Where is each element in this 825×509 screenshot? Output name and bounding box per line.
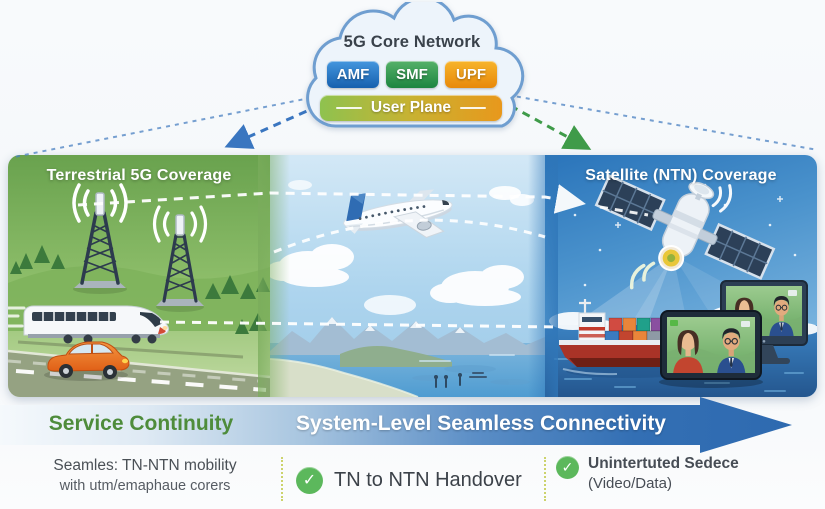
mobility-line1: Seamles: TN-NTN mobility <box>53 457 237 474</box>
clouds <box>270 180 534 315</box>
flight-path-arc <box>273 218 546 254</box>
core-network-title: 5G Core Network <box>343 33 481 51</box>
tablet-icon <box>659 310 763 388</box>
footer-divider <box>544 457 546 501</box>
network-functions-row: AMF SMF UPF <box>298 61 526 88</box>
connectivity-arrow <box>0 397 792 453</box>
connector-line-far-left <box>13 95 321 158</box>
train-icon <box>8 305 169 344</box>
signal-waves-icon <box>711 184 733 213</box>
coverage-panels: Terrestrial 5G Coverage Satellite (NTN) … <box>8 155 817 397</box>
service-line1: Unintertuted Sedece <box>588 455 739 472</box>
cell-tower-icon <box>152 205 208 312</box>
footer-item-mobility: Seamles: TN-NTN mobility with utm/emapha… <box>20 456 270 496</box>
ground-path-line <box>159 320 561 329</box>
signal-waves-icon <box>152 205 208 243</box>
satellite-scene-illustration <box>545 155 817 397</box>
user-plane-dash <box>460 107 487 109</box>
user-plane-label: User Plane <box>370 99 452 116</box>
amf-box: AMF <box>327 61 379 88</box>
cell-tower-icon <box>72 183 128 294</box>
upf-box: UPF <box>445 61 497 88</box>
car-icon <box>44 341 130 381</box>
user-plane-dash <box>335 107 362 109</box>
tn-ntn-path-line <box>77 184 586 214</box>
service-continuity-label: Service Continuity <box>48 412 234 435</box>
satellite-panel-title: Satellite (NTN) Coverage <box>585 167 777 184</box>
handover-path-overlay <box>77 184 649 329</box>
user-plane-bar: User Plane <box>320 95 502 121</box>
connector-line-far-right <box>507 94 819 151</box>
airplane-icon <box>343 189 453 238</box>
footer-item-handover: ✓ TN to NTN Handover <box>292 455 542 505</box>
core-network-cloud: 5G Core Network AMF SMF UPF User Plane <box>298 2 526 138</box>
beach <box>270 359 418 397</box>
mobility-line2: with utm/emaphaue corers <box>59 478 231 494</box>
smf-box: SMF <box>386 61 438 88</box>
handover-label: TN to NTN Handover <box>334 468 522 491</box>
mountains <box>270 317 545 355</box>
panel-blend-left <box>258 155 290 397</box>
terrestrial-panel-title: Terrestrial 5G Coverage <box>46 167 232 184</box>
beach-people <box>434 372 487 388</box>
footer-divider <box>281 457 283 501</box>
check-icon: ✓ <box>556 456 579 479</box>
footer-item-service: ✓ Unintertuted Sedece (Video/Data) <box>556 454 806 494</box>
check-icon: ✓ <box>296 466 323 494</box>
service-line2: (Video/Data) <box>588 475 672 492</box>
seamless-connectivity-label: System-Level Seamless Connectivity <box>295 412 666 435</box>
